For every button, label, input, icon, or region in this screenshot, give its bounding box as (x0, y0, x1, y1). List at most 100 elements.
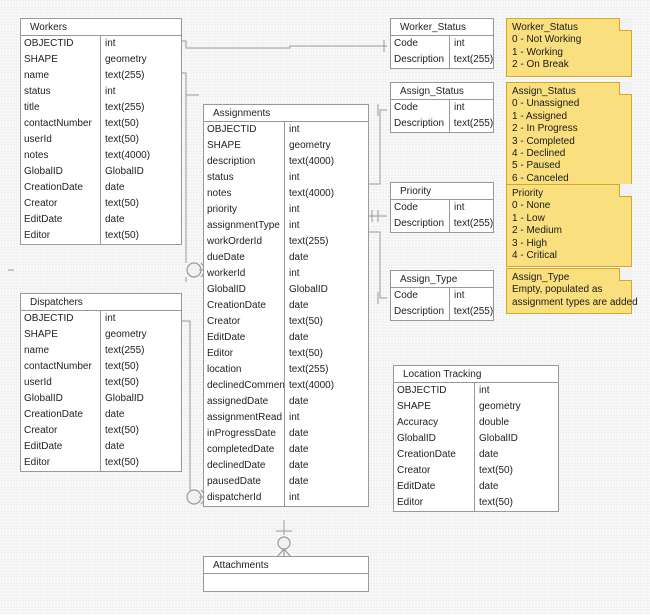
attribute-name: Creator (21, 423, 101, 439)
attribute-type: text(4000) (289, 188, 335, 199)
attribute-type: date (105, 441, 125, 452)
attribute-name: Description (391, 52, 450, 68)
attribute-row: location text(255) (204, 362, 368, 378)
attribute-name: Editor (21, 228, 101, 244)
attribute-name: assignmentRead (204, 410, 285, 426)
attribute-name: name (21, 343, 101, 359)
attribute-name: Creator (204, 314, 285, 330)
note-worker-status-title: Worker_Status (512, 22, 578, 33)
entity-assignments-title: Assignments (204, 105, 368, 122)
attribute-type: date (479, 481, 499, 492)
attribute-name: OBJECTID (21, 311, 101, 327)
note-line: Empty, populated as (512, 284, 603, 296)
entity-location-tracking-title: Location Tracking (394, 366, 558, 383)
attribute-name: CreationDate (21, 180, 101, 196)
attribute-type: date (105, 182, 125, 193)
attribute-type: text(50) (105, 134, 139, 145)
attribute-type: int (454, 202, 465, 213)
attribute-type: int (105, 86, 116, 97)
attribute-row: Editor text(50) (394, 495, 558, 511)
note-line: 0 - Unassigned (512, 98, 580, 110)
note-line: 2 - In Progress (512, 123, 578, 135)
entity-assign-type-title: Assign_Type (391, 271, 493, 288)
attribute-type: geometry (105, 329, 147, 340)
note-priority-title: Priority (512, 188, 544, 199)
attribute-name: Code (391, 36, 450, 52)
attribute-name: location (204, 362, 285, 378)
note-assign-type-title: Assign_Type (512, 272, 570, 283)
attribute-name: notes (204, 186, 285, 202)
attribute-name: Editor (394, 495, 475, 511)
attribute-type: date (289, 476, 309, 487)
note-line: 0 - Not Working (512, 34, 582, 46)
attribute-row: status int (21, 84, 181, 100)
attribute-type: text(50) (105, 118, 139, 129)
attribute-type: geometry (289, 140, 331, 151)
note-line: 3 - High (512, 237, 548, 249)
attribute-type: GlobalID (289, 284, 328, 295)
entity-attachments[interactable]: Attachments (203, 556, 369, 592)
attribute-type: text(4000) (289, 380, 335, 391)
attribute-type: text(255) (105, 70, 145, 81)
attribute-name: OBJECTID (21, 36, 101, 52)
attribute-name: Description (391, 216, 450, 232)
attribute-type: text(255) (289, 364, 329, 375)
note-line: 6 - Canceled (512, 172, 569, 184)
attribute-type: GlobalID (479, 433, 518, 444)
attribute-name: priority (204, 202, 285, 218)
attribute-type: text(4000) (289, 156, 335, 167)
attribute-name: dueDate (204, 250, 285, 266)
entity-attachments-title: Attachments (204, 557, 368, 574)
attribute-type: text(50) (105, 457, 139, 468)
attribute-type: date (289, 332, 309, 343)
note-line: 0 - None (512, 200, 551, 212)
attribute-name: workerId (204, 266, 285, 282)
attribute-row: notes text(4000) (204, 186, 368, 202)
attribute-name: contactNumber (21, 359, 101, 375)
attribute-type: date (289, 428, 309, 439)
note-line: 1 - Working (512, 46, 563, 58)
attribute-type: text(50) (479, 497, 513, 508)
attribute-name: status (21, 84, 101, 100)
attribute-name: OBJECTID (394, 383, 475, 399)
attribute-name: SHAPE (21, 327, 101, 343)
attribute-name: CreationDate (394, 447, 475, 463)
attribute-name: Description (391, 304, 450, 320)
attribute-name: workOrderId (204, 234, 285, 250)
